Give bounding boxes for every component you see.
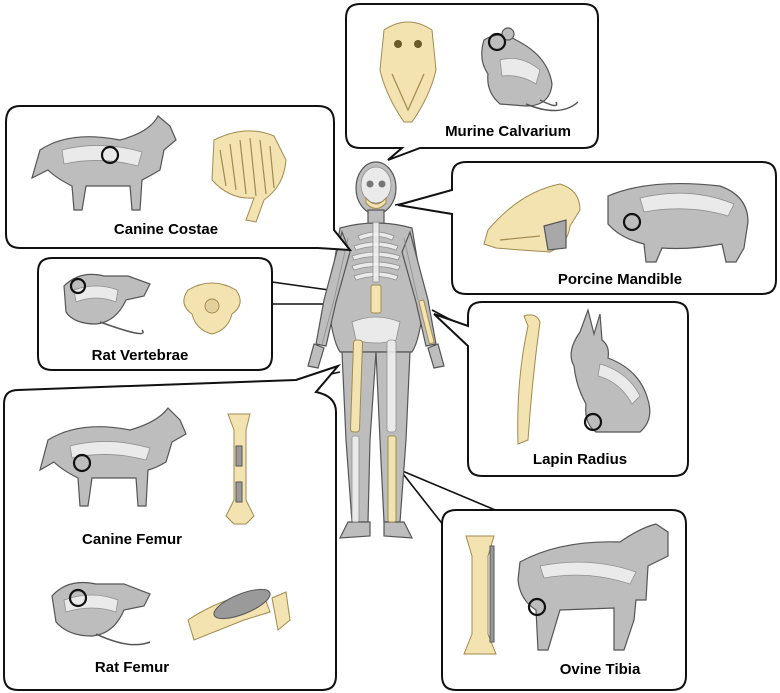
vertebra-illustration	[183, 282, 241, 335]
label-canine-femur: Canine Femur	[82, 531, 182, 548]
human-figure	[307, 161, 445, 539]
label-porcine-mandible: Porcine Mandible	[558, 271, 682, 288]
vertebrae-marker	[69, 277, 87, 295]
dog-femur-illustration	[39, 407, 187, 507]
rat-femur-marker	[68, 588, 88, 608]
pig-illustration	[607, 182, 749, 263]
panel-murine-calvarium: Murine Calvarium	[345, 3, 599, 161]
rat-illustration	[63, 273, 151, 335]
mouse-skull-illustration	[379, 21, 437, 123]
panel-rat-vertebrae: Rat Vertebrae	[37, 257, 273, 371]
mandible-marker	[622, 212, 642, 232]
label-ovine-tibia: Ovine Tibia	[560, 661, 641, 678]
femur-bone-illustration	[225, 413, 255, 525]
panel-femur: Canine Femur Rat Femur	[3, 363, 342, 691]
tibia-bone-illustration	[463, 535, 497, 655]
bubble-lapin-radius	[433, 301, 689, 477]
label-rat-vertebrae: Rat Vertebrae	[92, 347, 189, 364]
femur-implant-illustration	[187, 588, 291, 641]
tibia-marker	[527, 597, 547, 617]
calvarium-marker	[487, 32, 507, 52]
canine-femur-marker	[72, 453, 92, 473]
panel-canine-costae: Canine Costae	[5, 105, 353, 252]
rat-femur-illustration	[51, 581, 151, 646]
sheep-illustration	[517, 523, 669, 651]
costae-marker	[100, 145, 120, 165]
rabbit-illustration	[570, 307, 651, 433]
pig-skull-illustration	[483, 183, 581, 253]
panel-ovine-tibia: Ovine Tibia	[441, 509, 687, 691]
panel-lapin-radius: Lapin Radius	[433, 301, 689, 477]
label-canine-costae: Canine Costae	[114, 221, 218, 238]
dog-illustration	[31, 115, 177, 211]
leader-ovine-tibia-top	[399, 469, 501, 513]
label-murine-calvarium: Murine Calvarium	[445, 123, 571, 140]
mouse-illustration	[481, 27, 579, 112]
label-rat-femur: Rat Femur	[95, 659, 169, 676]
label-lapin-radius: Lapin Radius	[533, 451, 627, 468]
radius-marker	[583, 412, 603, 432]
panel-porcine-mandible: Porcine Mandible	[397, 161, 777, 295]
ribcage-illustration	[211, 130, 287, 223]
radius-bone-illustration	[517, 314, 541, 445]
